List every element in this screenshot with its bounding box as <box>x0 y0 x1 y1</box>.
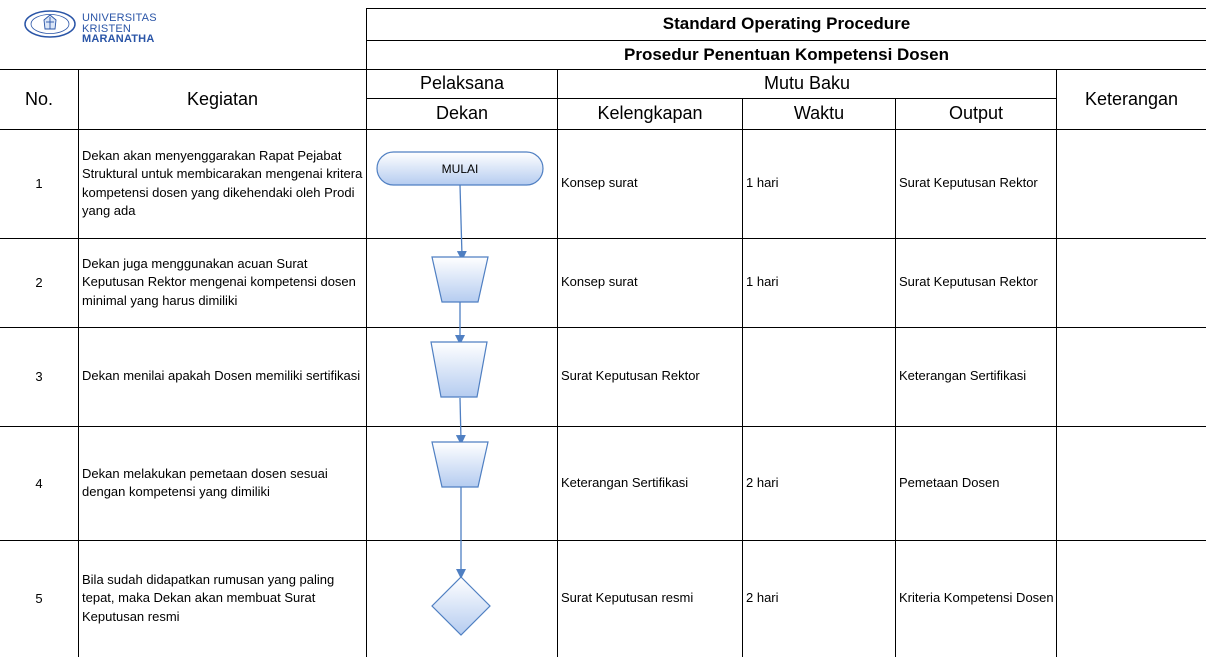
process-shape-4 <box>431 441 489 488</box>
row-2-waktu: 1 hari <box>746 274 779 290</box>
header-keterangan: Keterangan <box>1084 88 1179 109</box>
header-no: No. <box>24 88 53 109</box>
header-mutu-baku: Mutu Baku <box>763 73 851 93</box>
row-5-kegiatan: Bila sudah didapatkan rumusan yang palin… <box>82 571 335 624</box>
row-2-keterangan <box>1057 238 1206 327</box>
document-subtitle: Prosedur Penentuan Kompetensi Dosen <box>624 44 949 64</box>
row-3-keterangan <box>1057 327 1206 426</box>
row-2-no: 2 <box>35 275 43 290</box>
header-pelaksana: Pelaksana <box>419 73 505 93</box>
connector-3-4 <box>455 397 466 445</box>
row-2-output: Surat Keputusan Rektor <box>899 274 1038 290</box>
row-1-waktu: 1 hari <box>746 175 779 191</box>
row-3-output: Keterangan Sertifikasi <box>899 368 1027 384</box>
row-4-waktu: 2 hari <box>746 474 779 490</box>
row-1-output: Surat Keputusan Rektor <box>899 175 1038 191</box>
row-5-keterangan <box>1057 540 1206 657</box>
process-shape-2 <box>431 256 489 303</box>
university-name-line2: KRISTEN <box>82 22 132 35</box>
university-seal-icon <box>24 10 76 38</box>
university-name-line3: MARANATHA <box>82 33 155 45</box>
header-output: Output <box>948 103 1004 123</box>
row-3-kegiatan: Dekan menilai apakah Dosen memiliki sert… <box>82 368 361 384</box>
row-3-kelengkapan: Surat Keputusan Rektor <box>561 368 700 384</box>
row-1-keterangan <box>1057 129 1206 238</box>
process-shape-3 <box>430 341 488 398</box>
row-2-kegiatan: Dekan juga menggunakan acuan Surat Keput… <box>82 255 356 308</box>
university-name-line1: UNIVERSITAS <box>82 12 157 24</box>
row-4-kegiatan: Dekan melakukan pemetaan dosen sesuai de… <box>82 465 328 500</box>
row-3-waktu <box>743 327 895 426</box>
document-title: Standard Operating Procedure <box>662 14 911 33</box>
row-4-kelengkapan: Keterangan Sertifikasi <box>561 474 689 490</box>
row-2-kelengkapan: Konsep surat <box>561 274 638 290</box>
row-4-keterangan <box>1057 426 1206 540</box>
header-dekan: Dekan <box>435 103 489 123</box>
row-5-kelengkapan: Surat Keputusan resmi <box>561 590 694 606</box>
header-kelengkapan: Kelengkapan <box>597 103 703 123</box>
start-label: MULAI <box>441 161 479 176</box>
row-1-kelengkapan: Konsep surat <box>561 175 638 191</box>
header-kegiatan: Kegiatan <box>186 88 259 109</box>
university-name: UNIVERSITAS KRISTEN MARANATHA <box>82 13 157 45</box>
row-4-output: Pemetaan Dosen <box>899 474 1000 490</box>
row-5-waktu: 2 hari <box>746 590 779 606</box>
row-4-no: 4 <box>35 475 43 491</box>
header-waktu: Waktu <box>793 103 845 123</box>
row-5-output: Kriteria Kompetensi Dosen <box>899 590 1054 606</box>
connector-1-2 <box>456 184 467 261</box>
row-1-kegiatan: Dekan akan menyenggarakan Rapat Pejabat … <box>82 147 363 219</box>
row-5-no: 5 <box>35 591 43 606</box>
decision-diamond <box>431 576 491 636</box>
row-3-no: 3 <box>35 369 43 384</box>
row-1-no: 1 <box>35 176 43 191</box>
